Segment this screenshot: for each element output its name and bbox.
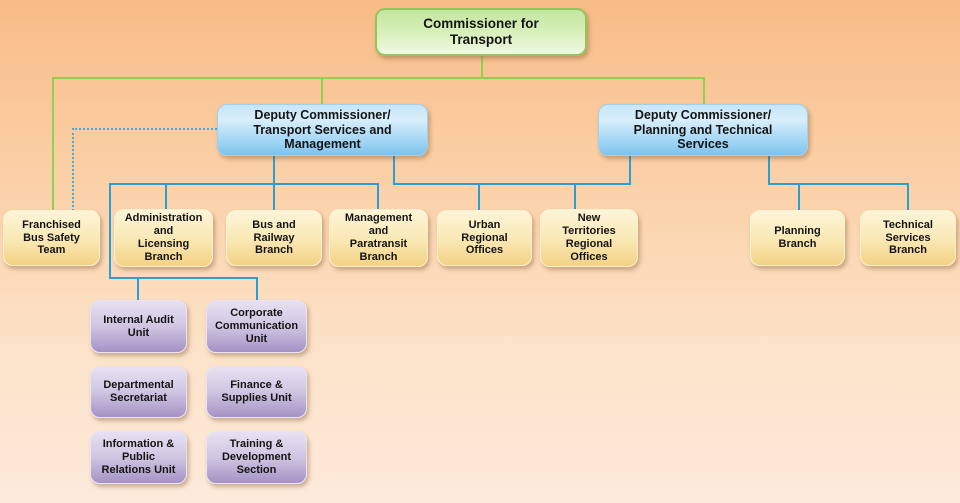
connector-to-franchised — [52, 77, 54, 211]
connector-commissioner-rail — [52, 77, 705, 79]
node-franchised-bus-safety-team: Franchised Bus Safety Team — [3, 210, 100, 266]
node-deputy-transport: Deputy Commissioner/ Transport Services … — [217, 104, 428, 156]
connector-planning-rail — [768, 183, 909, 185]
connector-to-corporate-comm — [256, 277, 258, 301]
node-information-public-relations-unit: Information & Public Relations Unit — [90, 431, 187, 484]
node-finance-supplies-unit: Finance & Supplies Unit — [206, 366, 307, 418]
node-bus-railway-branch: Bus and Railway Branch — [226, 210, 322, 266]
connector-to-deputy-transport — [321, 77, 323, 105]
dotted-connector-horizontal — [72, 128, 217, 130]
connector-to-technical — [907, 183, 909, 211]
node-departmental-secretariat: Departmental Secretariat — [90, 366, 187, 418]
connector-to-internal-audit — [137, 277, 139, 301]
node-management-paratransit-branch: Management and Paratransit Branch — [329, 209, 428, 267]
connector-to-deputy-planning — [703, 77, 705, 105]
node-corporate-communication-unit: Corporate Communication Unit — [206, 300, 307, 353]
node-new-territories-regional-offices: New Territories Regional Offices — [540, 209, 638, 267]
connector-to-units — [109, 183, 111, 278]
connector-to-urban — [478, 183, 480, 211]
node-planning-branch: Planning Branch — [750, 210, 845, 266]
connector-deputy-planning-drop2 — [768, 155, 770, 183]
connector-deputy-planning-drop1 — [629, 155, 631, 183]
dotted-connector-vertical — [72, 128, 74, 211]
node-commissioner: Commissioner for Transport — [375, 8, 587, 56]
connector-to-nt — [574, 183, 576, 211]
connector-to-management — [377, 183, 379, 211]
connector-to-planning-branch — [798, 183, 800, 211]
connector-commissioner-riser — [481, 55, 483, 78]
node-technical-services-branch: Technical Services Branch — [860, 210, 956, 266]
node-administration-licensing-branch: Administration and Licensing Branch — [114, 209, 213, 267]
connector-shared-rail — [393, 183, 631, 185]
node-training-development-section: Training & Development Section — [206, 431, 307, 484]
connector-to-admin — [165, 183, 167, 211]
connector-units-rail — [109, 277, 258, 279]
connector-deputy-transport-drop2 — [393, 155, 395, 183]
node-internal-audit-unit: Internal Audit Unit — [90, 300, 187, 353]
connector-transport-rail — [109, 183, 379, 185]
node-deputy-planning: Deputy Commissioner/ Planning and Techni… — [598, 104, 808, 156]
node-urban-regional-offices: Urban Regional Offices — [437, 210, 532, 266]
